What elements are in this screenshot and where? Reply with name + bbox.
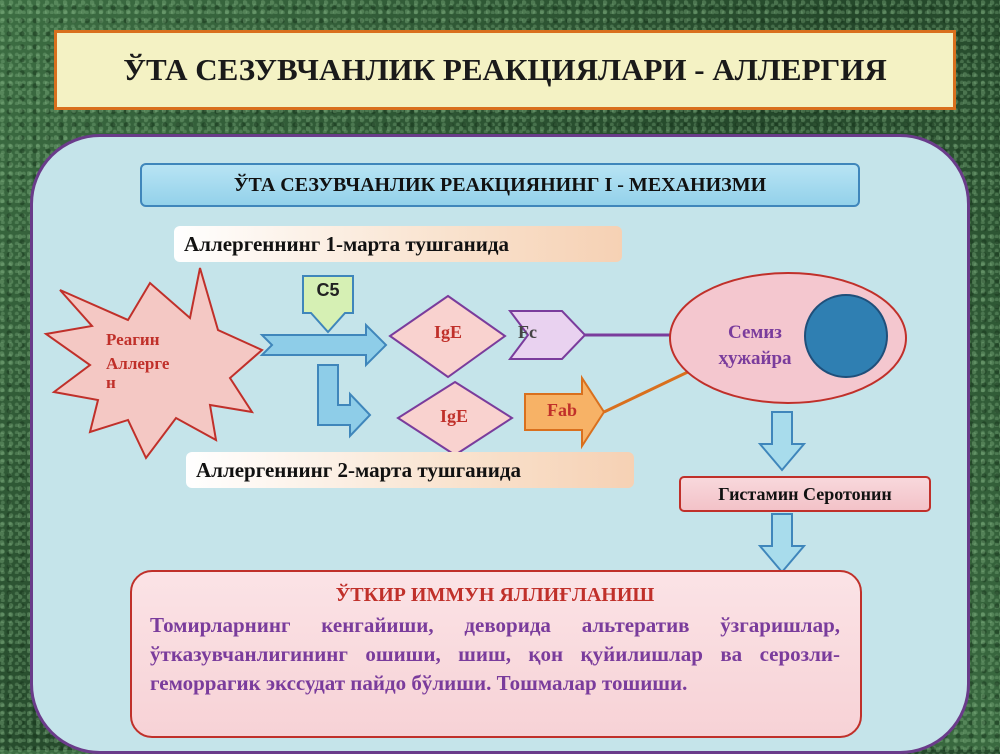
ige-top-diamond [388, 294, 507, 379]
page-title: ЎТА СЕЗУВЧАНЛИК РЕАКЦИЯЛАРИ - АЛЛЕРГИЯ [54, 30, 956, 110]
fab-label: Fab [546, 400, 577, 420]
result-title: ЎТКИР ИММУН ЯЛЛИҒЛАНИШ [335, 584, 655, 606]
fc-label: Fc [518, 322, 537, 342]
mast-cell-nucleus [804, 294, 888, 378]
arrow-to-ige-top [259, 322, 388, 368]
second-exposure-label: Аллергеннинг 2-марта тушганида [186, 452, 634, 488]
first-exposure-label: Аллергеннинг 1-марта тушганида [174, 226, 622, 262]
reagin-allergen-label: Реагин Аллерге н [106, 330, 170, 392]
result-text: Томирларнинг кенгайиши, деворида альтера… [150, 613, 840, 695]
mechanism-subtitle: ЎТА СЕЗУВЧАНЛИК РЕАКЦИЯНИНГ I - МЕХАНИЗМ… [140, 163, 860, 207]
fc-fragment [508, 310, 587, 360]
c5-callout [302, 275, 354, 334]
mast-cell-label: Семиз ҳужайра [718, 322, 792, 369]
ige-top-label: IgE [433, 322, 462, 342]
fab-connector [603, 368, 693, 414]
c5-label: C5 [316, 280, 340, 300]
mediators-box: Гистамин Серотонин [679, 476, 931, 512]
result-box: ЎТКИР ИММУН ЯЛЛИҒЛАНИШ Томирларнинг кенг… [130, 570, 862, 738]
arrow-to-result [757, 513, 807, 574]
fab-fragment [524, 374, 606, 450]
arrow-to-ige-bottom [317, 364, 372, 439]
arrow-to-mediators [757, 411, 807, 472]
ige-bottom-label: IgE [439, 406, 468, 426]
allergen-star [43, 267, 264, 460]
